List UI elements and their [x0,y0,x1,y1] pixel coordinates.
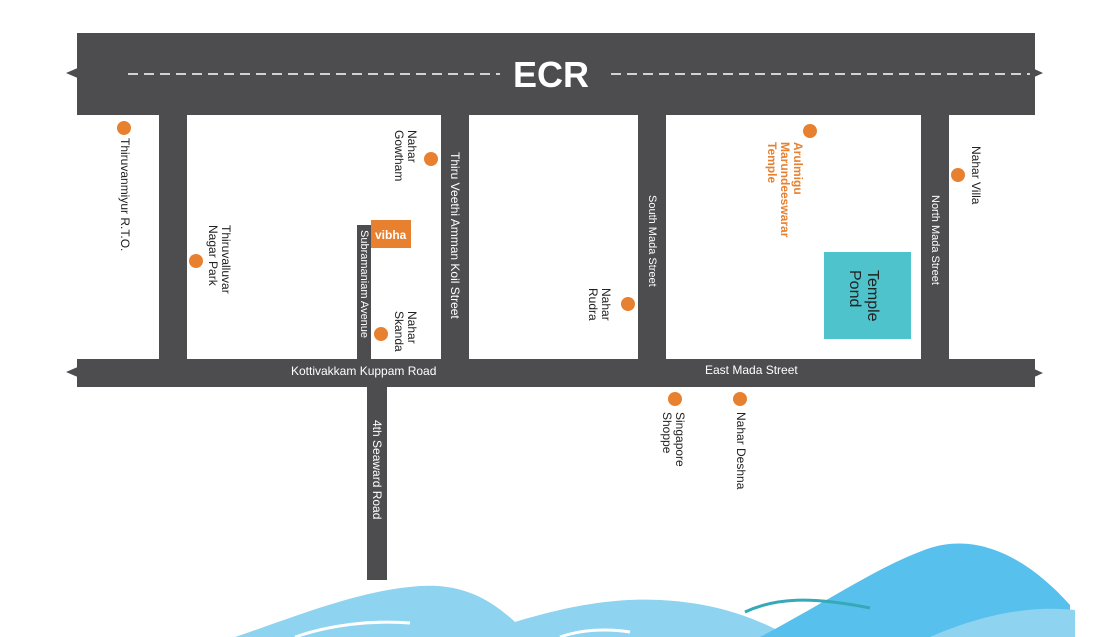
rto-pin-icon [117,121,131,135]
road-south-mada [638,115,666,360]
gowtham-label: Nahar Gowtham [392,130,419,182]
skanda-pin-icon [374,327,388,341]
subramaniam-avenue-label: Subramaniam Avenue [358,230,370,339]
sea-waves [235,543,1075,637]
deshna-pin-icon [733,392,747,406]
temple-label: Arulmigu Marundeeswarar Temple [765,142,805,238]
south-mada-street-label: South Mada Street [646,195,658,287]
road-thiru-veethi [441,115,469,360]
gowtham-pin-icon [424,152,438,166]
thiruvalluvar-label: Thiruvalluvar Nagar Park [206,225,233,294]
seaward-road-label: 4th Seaward Road [370,420,384,520]
villa-pin-icon [951,168,965,182]
thiruvalluvar-pin-icon [189,254,203,268]
temple-pin-icon [803,124,817,138]
singapore-label: Singapore Shoppe [660,412,687,467]
kottivakkam-road-label: Kottivakkam Kuppam Road [291,364,437,378]
horizontal-road [66,359,1043,387]
rto-label: Thiruvanmiyur R.T.O. [118,138,132,252]
east-mada-street-label: East Mada Street [705,363,798,377]
thiru-veethi-street-label: Thiru Veethi Amman Koil Street [448,152,462,319]
north-mada-street-label: North Mada Street [929,195,941,285]
rudra-pin-icon [621,297,635,311]
road-north-mada [921,115,949,360]
road-left [159,115,187,360]
vibha-logo-icon [371,220,411,248]
vibha-logo-text: vibha [375,228,407,242]
rudra-label: Nahar Rudra [586,288,613,321]
ecr-label: ECR [513,54,590,95]
ecr-road [66,33,1043,115]
temple-pond [824,252,911,339]
singapore-pin-icon [668,392,682,406]
villa-label: Nahar Villa [969,146,983,205]
deshna-label: Nahar Deshna [734,412,748,490]
temple-pond-label: Temple Pond [846,270,881,322]
road-seaward [367,386,387,580]
skanda-label: Nahar Skanda [392,311,419,352]
road-subramaniam [357,225,371,360]
